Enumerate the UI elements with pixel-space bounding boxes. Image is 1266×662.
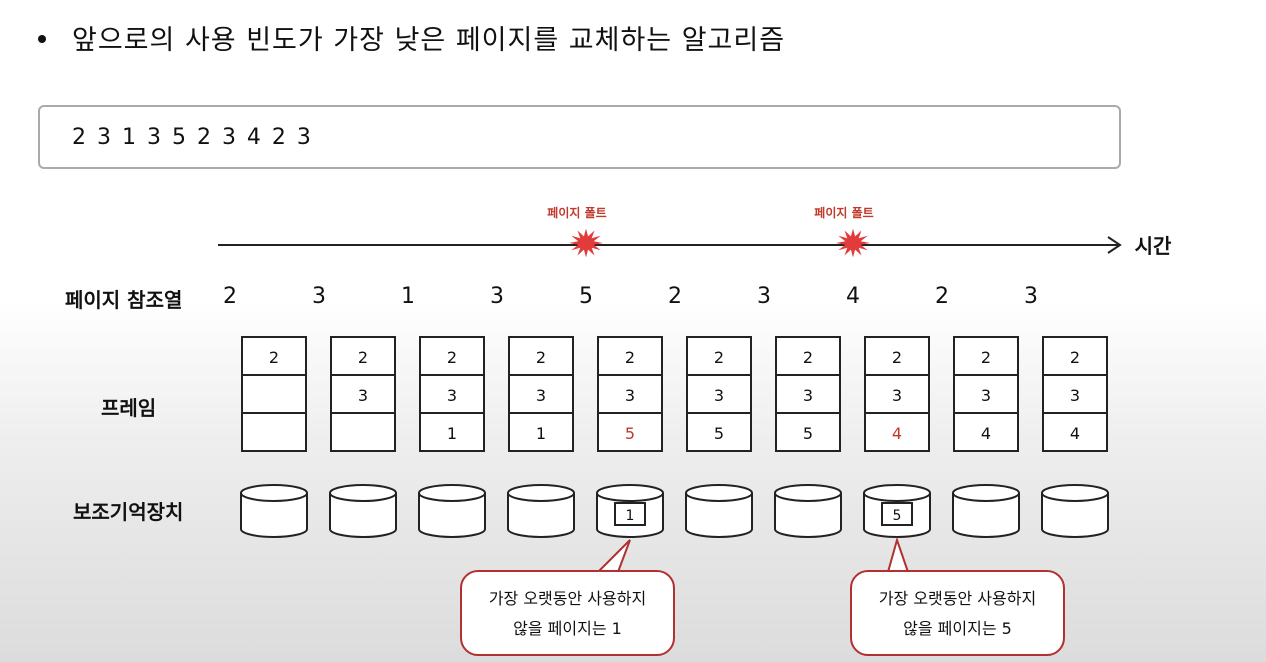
page-fault-burst-icon [569,228,603,258]
reference-value: 1 [401,284,415,309]
frame-column [330,336,396,452]
frame-cell-value: 5 [625,424,635,443]
page-fault-label: 페이지 폴트 [814,205,873,220]
frame-cell-value: 4 [981,424,991,443]
frame-cell-value: 2 [625,348,635,367]
callout-1-pointer [597,539,631,573]
storage-cylinder-top [240,484,308,502]
storage-cylinder-top [863,484,931,502]
storage-cylinder-icon [685,493,753,538]
frame-column [419,336,485,452]
reference-value: 2 [223,284,237,309]
frame-cell-value: 2 [358,348,368,367]
storage-cylinder-icon [774,493,842,538]
frame-cell-value: 3 [1070,386,1080,405]
reference-value: 2 [668,284,682,309]
storage-cylinder-top [952,484,1020,502]
callout-2: 가장 오랫동안 사용하지 않을 페이지는 5 [850,570,1065,656]
storage-row-label: 보조기억장치 [73,500,184,524]
frame-cell-value: 3 [358,386,368,405]
frame-cell-value: 3 [536,386,546,405]
callout-2-line1: 가장 오랫동안 사용하지 [878,589,1037,608]
frame-column [953,336,1019,452]
storage-cylinder-icon [329,493,397,538]
storage-cylinder-icon [418,493,486,538]
callout-2-pointer [887,536,909,573]
stored-page-value: 5 [893,508,902,524]
callout-1: 가장 오랫동안 사용하지 않을 페이지는 1 [460,570,675,656]
frame-cell-value: 2 [536,348,546,367]
frame-cell-value: 3 [981,386,991,405]
frame-column [597,336,663,452]
page-fault-label: 페이지 폴트 [547,205,606,220]
reference-value: 3 [312,284,326,309]
stored-page-box [614,502,646,526]
frame-cell-value: 2 [803,348,813,367]
timeline-arrow-icon [1107,236,1122,254]
frame-column [775,336,841,452]
storage-cylinder-top [774,484,842,502]
frame-cell-value: 2 [981,348,991,367]
frame-row-label: 프레임 [101,396,157,420]
frame-cell-value: 3 [447,386,457,405]
storage-cylinder-top [418,484,486,502]
frame-cell-value: 4 [892,424,902,443]
storage-cylinder-icon [1041,493,1109,538]
frame-cell-value: 1 [447,424,457,443]
reference-value: 3 [1024,284,1038,309]
frame-cell-value: 2 [714,348,724,367]
stored-page-box [881,502,913,526]
storage-cylinder-top [329,484,397,502]
storage-cylinder-icon [240,493,308,538]
stored-page-value: 1 [626,508,635,524]
reference-value: 4 [846,284,860,309]
bullet-icon [38,34,46,43]
frame-cell-value: 3 [714,386,724,405]
frame-column [686,336,752,452]
frame-cell-value: 5 [714,424,724,443]
callout-1-line2: 않을 페이지는 1 [513,619,622,638]
reference-value: 2 [935,284,949,309]
frame-cell-value: 2 [892,348,902,367]
timeline-label: 시간 [1135,234,1172,258]
callout-2-line2: 않을 페이지는 5 [903,619,1012,638]
reference-value: 3 [490,284,504,309]
frame-cell-value: 3 [803,386,813,405]
heading-text: 앞으로의 사용 빈도가 가장 낮은 페이지를 교체하는 알고리즘 [72,25,786,56]
frame-cell-value: 3 [625,386,635,405]
storage-cylinder-top [507,484,575,502]
reference-row-label: 페이지 참조열 [65,288,183,312]
frame-cell-value: 2 [447,348,457,367]
frame-column [508,336,574,452]
frame-cell-value: 3 [892,386,902,405]
frame-column [1042,336,1108,452]
reference-value: 3 [757,284,771,309]
frame-cell-value: 5 [803,424,813,443]
frame-cell-value: 2 [269,348,279,367]
frame-cell-value: 4 [1070,424,1080,443]
frame-column [241,336,307,452]
sequence-text: 2 3 1 3 5 2 3 4 2 3 [72,125,313,150]
storage-cylinder-top [1041,484,1109,502]
storage-cylinder-top [596,484,664,502]
reference-value: 5 [579,284,593,309]
storage-cylinder-top [685,484,753,502]
page-fault-burst-icon [836,228,870,258]
frame-cell-value: 2 [1070,348,1080,367]
heading-line: 앞으로의 사용 빈도가 가장 낮은 페이지를 교체하는 알고리즘 [38,18,785,57]
frame-column [864,336,930,452]
sequence-box: 2 3 1 3 5 2 3 4 2 3 [38,105,1121,169]
storage-cylinder-icon [952,493,1020,538]
frame-cell-value: 1 [536,424,546,443]
callout-1-line1: 가장 오랫동안 사용하지 [488,589,647,608]
storage-cylinder-icon [507,493,575,538]
